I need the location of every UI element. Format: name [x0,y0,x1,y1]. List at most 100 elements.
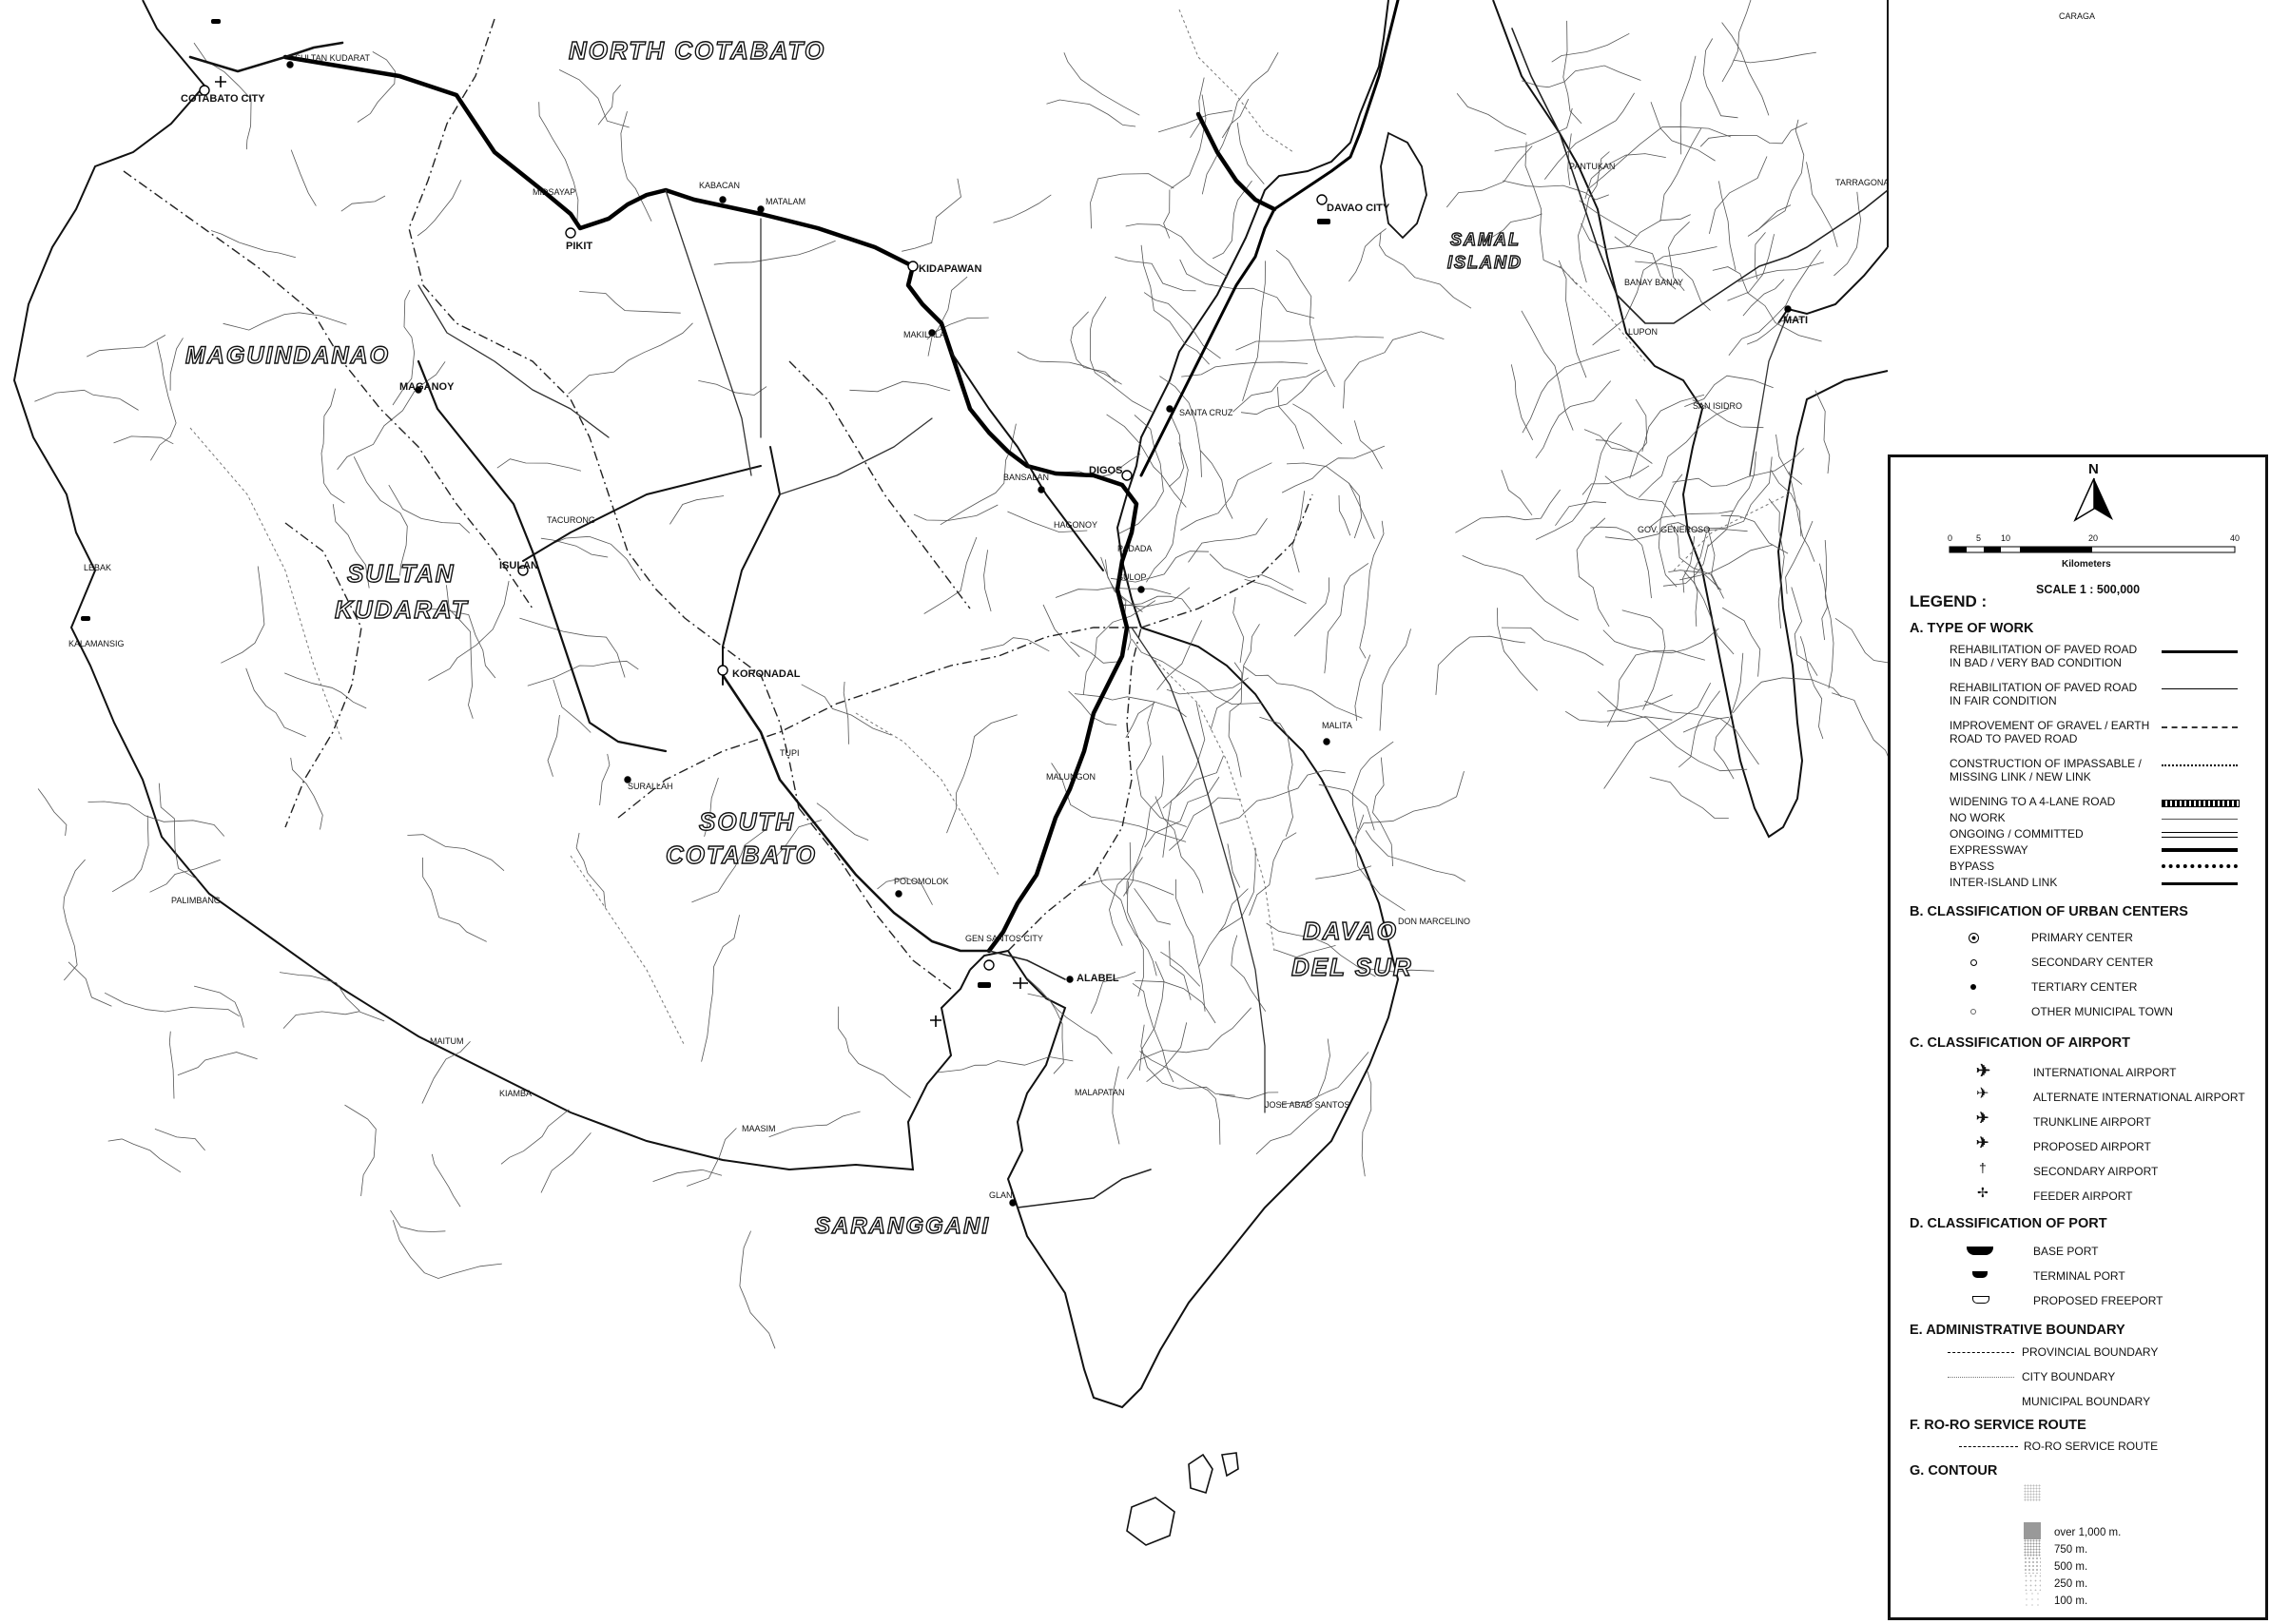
province-davao-del-sur-line1: DAVAO [1303,917,1398,945]
river-segment [771,820,823,862]
river-segment [1157,109,1232,133]
river-segment [1279,1052,1369,1105]
work-item-3-line2: ROAD TO PAVED ROAD [1950,732,2078,745]
work-item-9: BYPASS [1950,860,1995,873]
river-segment [1235,336,1385,351]
river-segment [1712,266,1822,342]
port-base: BASE PORT [2033,1245,2099,1258]
urban-secondary: SECONDARY CENTER [2031,956,2154,969]
river-segment [1123,857,1143,897]
town-davao-city: DAVAO CITY [1327,203,1390,214]
river-segment [149,859,221,893]
river-segment [519,617,626,678]
river-segment [927,317,989,357]
river-segment [1353,420,1383,470]
river-segment [1747,204,1792,237]
sym-bypass [2162,864,2238,868]
river-segment [1592,246,1717,346]
town-sultan-kudarat: SULTAN KUDARAT [295,53,371,63]
river-segment [1606,694,1673,712]
river-segment [1135,701,1187,827]
town-pantukan: PANTUKAN [1569,162,1615,171]
river-segment [282,1011,385,1029]
river-segment [698,380,767,396]
river-segment [1679,544,1774,581]
river-segment [540,537,609,558]
sym-expressway [2162,848,2238,852]
river-segment [902,178,961,252]
airport-cotabato-icon [215,76,226,87]
river-segment [1159,376,1202,477]
river-segment [937,1056,1074,1073]
river-segment [1785,520,1814,594]
river-segment [1132,982,1174,1083]
river-segment [1579,200,1637,237]
river-segment [1583,429,1653,464]
town-marker [1166,405,1174,413]
sym-rehab-fair [2162,688,2238,689]
river-segment [1668,222,1690,292]
river-segment [1721,607,1761,677]
feeder-airport-icon: ✢ [1977,1185,1989,1200]
town-marker [1137,586,1145,593]
province-saranggani: SARANGGANI [815,1213,990,1239]
river-segment [1833,191,1862,277]
river-segment [340,195,386,212]
town-hagonoy: HAGONOY [1054,520,1097,530]
samal-island [1380,131,1427,240]
river-segment [1670,524,1724,599]
provincial-boundaries [123,18,1313,990]
river-segment [1228,662,1243,778]
town-makilala: MAKILALA [903,330,945,339]
river-segment [1510,364,1534,440]
river-segment [1181,361,1309,377]
river-segment [279,972,360,1012]
town-marker [719,196,727,203]
river-segment [1737,261,1825,282]
river-segment [1163,189,1171,239]
river-segment [1602,628,1719,654]
river-segment [1343,331,1445,409]
river-segment [1051,763,1187,842]
river-segment [1266,922,1376,977]
river-segment [1682,716,1730,733]
river-segment [1692,399,1764,429]
legend-section-urban-centers: B. CLASSIFICATION OF URBAN CENTERS [1910,904,2188,919]
urban-primary: PRIMARY CENTER [2031,931,2133,944]
river-segment [417,180,462,237]
river-segment [1435,635,1525,695]
river-segment [1126,1007,1251,1079]
river-segment [768,1111,861,1138]
airport-proposed: PROPOSED AIRPORT [2033,1140,2151,1153]
river-segment [1733,51,1816,64]
town-marker [1066,976,1074,983]
river-segment [1134,888,1171,925]
work-item-4-line2: MISSING LINK / NEW LINK [1950,770,2091,783]
trunkline-airport-icon: ✈ [1976,1111,1989,1127]
port-freeport: PROPOSED FREEPORT [2033,1294,2163,1307]
town-banay-banay: BANAY BANAY [1624,278,1683,287]
river-segment [421,1041,471,1104]
river-segment [599,753,611,805]
river-segment [704,777,719,838]
sym-widening [2162,800,2240,807]
river-segment [1127,880,1144,997]
river-segment [1318,783,1375,831]
river-segment [579,291,681,314]
town-maasim: MAASIM [742,1124,776,1133]
river-segment [1693,532,1707,627]
airport-alternate: ALTERNATE INTERNATIONAL AIRPORT [2033,1091,2245,1104]
river-segment [1806,162,1838,247]
town-marker [1009,1199,1017,1207]
town-isulan: ISULAN [499,560,538,571]
river-segment [1255,1104,1324,1155]
river-segment [739,1230,776,1349]
river-segment [1683,570,1735,655]
town-midsayap: MIDSAYAP [533,187,575,197]
roro-route: RO-RO SERVICE ROUTE [2024,1440,2159,1453]
river-segment [1146,1022,1188,1083]
river-segment [1221,52,1279,139]
river-segment [597,85,622,126]
river-segment [1162,755,1224,858]
town-gov-generoso: GOV. GENEROSO [1638,525,1710,534]
